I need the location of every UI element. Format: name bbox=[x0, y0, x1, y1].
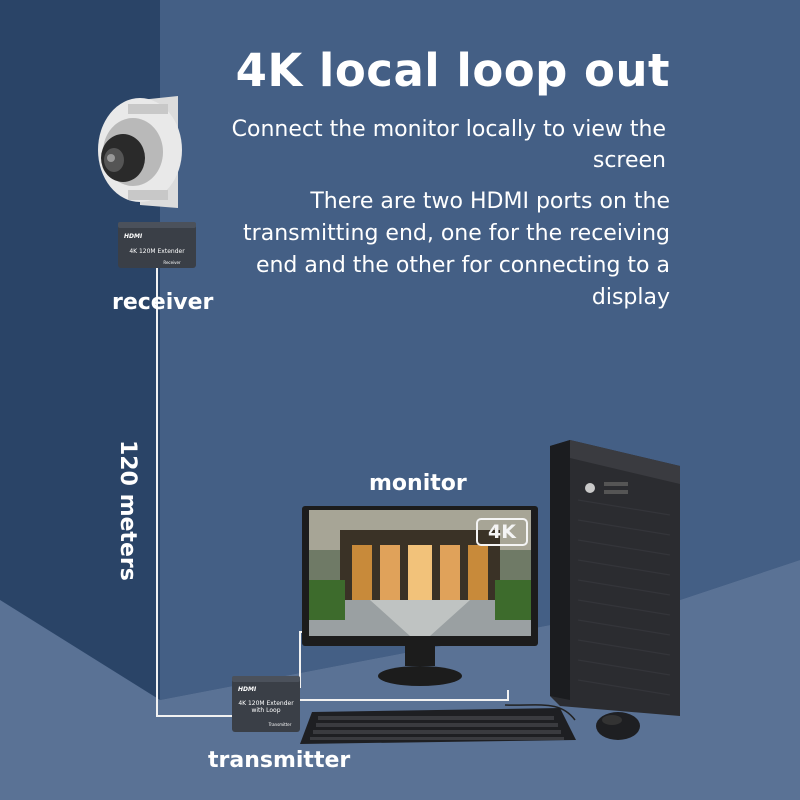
resolution-badge: 4K bbox=[476, 518, 528, 546]
keyboard-icon bbox=[300, 708, 576, 744]
receiver-role: Receiver bbox=[163, 260, 181, 265]
distance-label: 120 meters bbox=[115, 440, 140, 581]
transmitter-role: Transmitter bbox=[268, 722, 292, 727]
receiver-label: receiver bbox=[112, 290, 214, 315]
transmitter-box bbox=[232, 676, 300, 732]
transmitter-hdmi-logo: HDMI bbox=[238, 686, 257, 693]
subtitle-hdmi-ports: There are two HDMI ports on the transmit… bbox=[243, 189, 670, 310]
receiver-model: 4K 120M Extender bbox=[129, 248, 185, 255]
subtitle-loop-out: Connect the monitor locally to view the … bbox=[231, 117, 666, 173]
cable-transmitter-pc bbox=[300, 690, 509, 701]
page-title: 4K local loop out bbox=[235, 44, 670, 97]
dome-camera-icon bbox=[98, 96, 182, 208]
monitor-icon bbox=[302, 506, 538, 686]
receiver-box bbox=[118, 222, 196, 268]
transmitter-model: 4K 120M Extender with Loop bbox=[238, 700, 294, 714]
pc-tower-icon bbox=[550, 440, 680, 716]
cable-receiver-transmitter bbox=[156, 262, 232, 717]
mouse-icon bbox=[596, 712, 640, 740]
receiver-hdmi-logo: HDMI bbox=[124, 233, 143, 240]
monitor-label: monitor bbox=[369, 471, 467, 496]
transmitter-label: transmitter bbox=[208, 748, 351, 773]
keyboard-cable bbox=[504, 704, 576, 721]
